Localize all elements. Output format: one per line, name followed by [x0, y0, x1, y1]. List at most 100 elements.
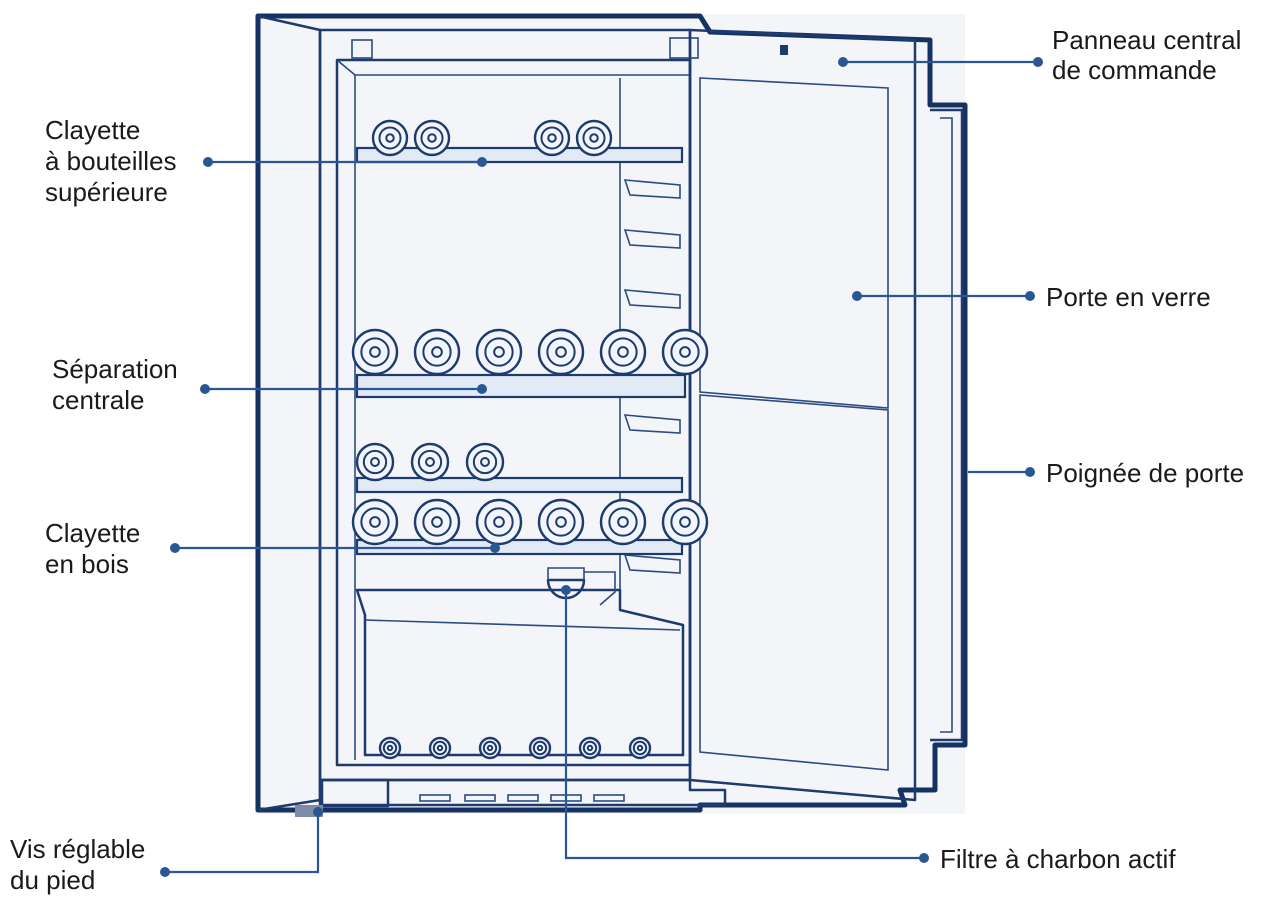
bottle-neck: [679, 516, 691, 528]
bottle-neck: [486, 744, 494, 752]
dot-panneau-end: [1033, 57, 1043, 67]
bottle-end: [355, 442, 395, 482]
dot-panneau-start: [838, 57, 848, 67]
leader-vis: [165, 812, 320, 874]
bottle-ring: [582, 740, 598, 756]
dot-vis-start: [160, 867, 170, 877]
dot-porte-end: [1025, 291, 1035, 301]
label-panneau-line1: Panneau central: [1052, 25, 1241, 55]
bottle-neck: [589, 133, 599, 143]
bottle-ring: [482, 740, 498, 756]
bottle-ring: [422, 337, 452, 367]
carbon-filter: [546, 567, 616, 606]
bottle-neck: [493, 516, 505, 528]
bottle-neck: [555, 516, 567, 528]
shelf-top: [355, 146, 684, 164]
label-poignee: Poignée de porte: [1046, 458, 1244, 488]
leader-lines: [160, 57, 1043, 877]
bottle-neck: [425, 457, 435, 467]
bottle-ring: [417, 449, 443, 475]
control-panel-knob: [780, 45, 788, 55]
bottle-end: [537, 498, 585, 546]
dot-porte-start: [852, 291, 862, 301]
labels: Panneau central de commande Clayette à b…: [10, 25, 1244, 895]
bottle-neck: [617, 516, 629, 528]
bottle-ring: [432, 740, 448, 756]
bottle-neck: [386, 744, 394, 752]
bottle-ring: [670, 507, 700, 537]
bottle-end: [351, 328, 399, 376]
bottle-neck: [555, 346, 567, 358]
bottle-end: [599, 498, 647, 546]
label-clayette-sup-line2: à bouteilles: [45, 146, 177, 176]
bottle-end: [537, 328, 585, 376]
shelf-lower-a: [355, 476, 684, 494]
bottle-ring: [632, 740, 648, 756]
bottle-neck: [369, 516, 381, 528]
bottle-end: [533, 119, 571, 157]
bottle-ring: [420, 126, 444, 150]
bottle-end: [413, 328, 461, 376]
label-separation-line1: Séparation: [52, 354, 178, 384]
bottle-end: [661, 498, 709, 546]
label-clayette-sup-line1: Clayette: [45, 115, 140, 145]
bottle-ring: [362, 449, 388, 475]
dot-vis-end: [313, 807, 323, 817]
top-hinge-right: [669, 37, 699, 59]
label-vis-line2: du pied: [10, 865, 95, 895]
label-porte-verre: Porte en verre: [1046, 282, 1211, 312]
bottle-ring: [532, 740, 548, 756]
bottle-neck: [679, 346, 691, 358]
bottle-ring: [382, 740, 398, 756]
bottle-ring: [472, 449, 498, 475]
bottle-ring: [484, 507, 514, 537]
door-glass-upper: [699, 77, 889, 409]
dot-separation-start: [200, 384, 210, 394]
bottle-neck: [636, 744, 644, 752]
bottle-neck: [369, 346, 381, 358]
label-clayette-bois-line2: en bois: [45, 549, 129, 579]
bottle-ring: [378, 126, 402, 150]
bottle-neck: [436, 744, 444, 752]
bottle-ring: [360, 337, 390, 367]
bottle-neck: [547, 133, 557, 143]
bottle-neck: [493, 346, 505, 358]
bottle-ring: [540, 126, 564, 150]
top-hinge-left: [351, 39, 373, 59]
dot-clayette-bois-start: [170, 543, 180, 553]
shelves: [355, 146, 687, 757]
door-glass-lower: [699, 394, 889, 771]
bottle-neck: [370, 457, 380, 467]
shelf-rails: [623, 179, 681, 574]
door-handle: [930, 108, 964, 742]
bottle-ring: [422, 507, 452, 537]
bottle-ring: [608, 507, 638, 537]
label-vis-line1: Vis réglable: [10, 834, 145, 864]
bottle-end: [475, 498, 523, 546]
bottle-neck: [431, 516, 443, 528]
bottle-end: [410, 442, 450, 482]
bottle-end: [371, 119, 409, 157]
bottles: [351, 119, 709, 760]
bottle-neck: [536, 744, 544, 752]
dot-filtre-end: [919, 853, 929, 863]
cabinet-outer-outline: [255, 13, 968, 813]
bottle-end: [475, 328, 523, 376]
bottle-ring: [360, 507, 390, 537]
dot-clayette-sup-end: [477, 157, 487, 167]
bottle-ring: [608, 337, 638, 367]
bottle-end: [413, 498, 461, 546]
bottom-drawer: [355, 588, 685, 757]
bottle-end: [351, 498, 399, 546]
bottle-ring: [484, 337, 514, 367]
dot-filtre-start: [561, 585, 571, 595]
dot-clayette-bois-end: [490, 543, 500, 553]
label-panneau-line2: de commande: [1052, 55, 1217, 85]
bottle-neck: [427, 133, 437, 143]
label-clayette-bois-line1: Clayette: [45, 518, 140, 548]
adjustable-foot: [320, 778, 390, 808]
leader-filtre: [564, 590, 924, 860]
bottle-end: [465, 442, 505, 482]
dot-poignee-end: [1025, 467, 1035, 477]
